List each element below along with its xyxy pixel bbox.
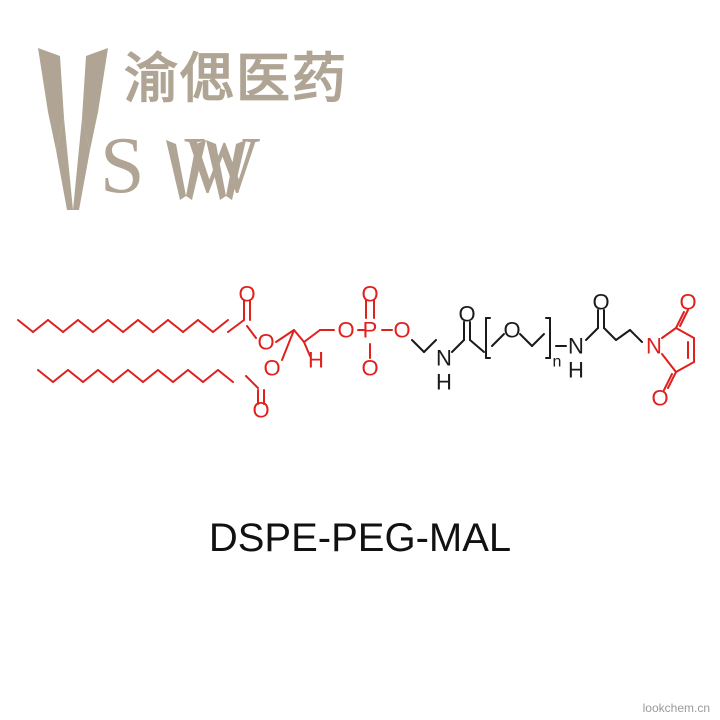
bond-28 [519, 333, 533, 347]
bond-39 [629, 329, 643, 343]
acyl-chain-1 [152, 319, 169, 333]
phosphate-oxygen-2: O [361, 356, 378, 381]
acyl-chain-1 [32, 319, 49, 333]
acyl-chain-1 [137, 319, 154, 333]
bond-41 [675, 327, 695, 339]
bond-38 [615, 329, 631, 341]
acyl-chain-2 [127, 369, 144, 383]
bond-10 [281, 329, 295, 361]
bond-18 [411, 339, 425, 353]
repeat-subscript: n [553, 354, 562, 371]
acyl-chain-2 [142, 369, 159, 383]
acyl-chain-1 [92, 319, 109, 333]
amide-hydrogen-2: H [568, 358, 584, 383]
acyl-chain-2 [217, 369, 234, 383]
bond-29 [531, 333, 545, 347]
acyl-chain-2 [157, 369, 174, 383]
acyl-chain-2 [52, 369, 69, 383]
acyl-chain-1 [197, 319, 214, 333]
acyl-chain-2 [187, 369, 204, 383]
acyl-chain-2 [112, 369, 129, 383]
bond-48 [667, 371, 677, 389]
phosphorus: P [363, 318, 378, 343]
maleimide-oxygen-1: O [679, 290, 696, 315]
carbonyl-oxygen-2: O [252, 398, 269, 423]
bond-20 [451, 339, 465, 353]
bond-19 [423, 339, 437, 353]
acyl-chain-1 [107, 319, 124, 333]
acyl-chain-2 [172, 369, 189, 383]
amide-nitrogen-2: N [568, 334, 584, 359]
chiral-hydrogen: H [308, 348, 324, 373]
maleimide-oxygen-2: O [651, 386, 668, 411]
peg-oxygen: O [503, 318, 520, 343]
bond-9 [303, 329, 321, 343]
acyl-chain-2 [97, 369, 114, 383]
bond-23 [469, 339, 485, 353]
acyl-chain-1 [62, 319, 79, 333]
acyl-chain-1 [47, 319, 64, 333]
acyl-chain-1 [182, 319, 199, 333]
phosphoryl-oxygen: O [361, 282, 378, 307]
acyl-chain-1 [17, 319, 34, 333]
bond-34 [585, 327, 599, 341]
amide-hydrogen-1: H [436, 370, 452, 395]
bond-7 [275, 329, 295, 343]
logo-letters: SW [100, 122, 300, 210]
amide-oxygen-2: O [592, 290, 609, 315]
phosphate-oxygen-3: O [393, 318, 410, 343]
acyl-chain-1 [212, 319, 229, 333]
acyl-chain-1 [122, 319, 139, 333]
phosphate-oxygen-1: O [337, 318, 354, 343]
compound-name: DSPE-PEG-MAL [208, 516, 512, 560]
bond-11 [303, 341, 311, 357]
bond-27 [491, 333, 505, 347]
bond-44 [675, 361, 695, 373]
bond-47 [679, 309, 689, 327]
acyl-chain-1 [77, 319, 94, 333]
bond-45 [661, 353, 677, 373]
acyl-chain-2 [37, 369, 54, 383]
bond-49 [663, 373, 673, 391]
bond-3 [246, 325, 257, 339]
bond-4 [245, 375, 259, 389]
ester-oxygen-1: O [257, 330, 274, 355]
carbonyl-oxygen-1: O [238, 282, 255, 307]
ester-oxygen-2: O [263, 356, 280, 381]
maleimide-nitrogen: N [646, 334, 662, 359]
amide-oxygen-1: O [458, 302, 475, 327]
watermark: lookchem.cn [642, 701, 710, 715]
acyl-chain-1 [167, 319, 184, 333]
bond-37 [603, 327, 617, 341]
amide-nitrogen-1: N [436, 346, 452, 371]
acyl-chain-2 [82, 369, 99, 383]
acyl-chain-2 [67, 369, 84, 383]
bond-0 [227, 319, 245, 333]
company-name: 渝偲医药 [124, 47, 348, 110]
bond-46 [675, 311, 685, 329]
acyl-chain-2 [202, 369, 219, 383]
bond-40 [661, 327, 677, 339]
bond-8 [293, 329, 305, 343]
